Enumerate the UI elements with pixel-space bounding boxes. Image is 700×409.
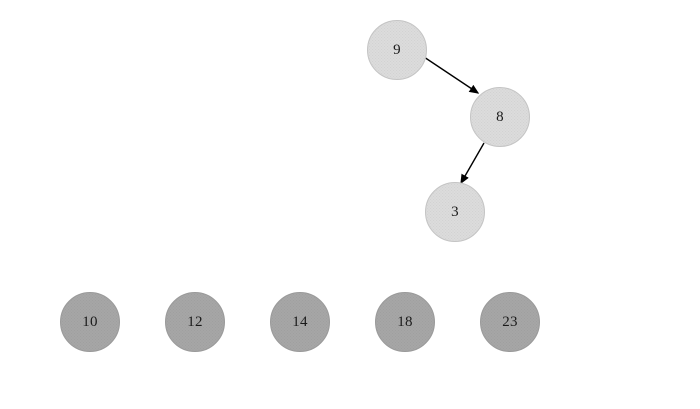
node-10[interactable]: 10	[60, 292, 120, 352]
edge-arrow-n8-to-n3	[460, 142, 485, 185]
node-label: 8	[496, 108, 504, 125]
node-label: 12	[187, 313, 203, 330]
node-3[interactable]: 3	[425, 182, 485, 242]
node-12[interactable]: 12	[165, 292, 225, 352]
node-label: 10	[82, 313, 98, 330]
node-label: 18	[397, 313, 413, 330]
node-label: 14	[292, 313, 308, 330]
node-label: 23	[502, 313, 518, 330]
node-8[interactable]: 8	[470, 87, 530, 147]
node-14[interactable]: 14	[270, 292, 330, 352]
node-9[interactable]: 9	[367, 20, 427, 80]
node-label: 9	[393, 41, 401, 58]
node-label: 3	[451, 203, 459, 220]
edge-arrow-n9-to-n8	[423, 56, 480, 94]
node-23[interactable]: 23	[480, 292, 540, 352]
node-18[interactable]: 18	[375, 292, 435, 352]
